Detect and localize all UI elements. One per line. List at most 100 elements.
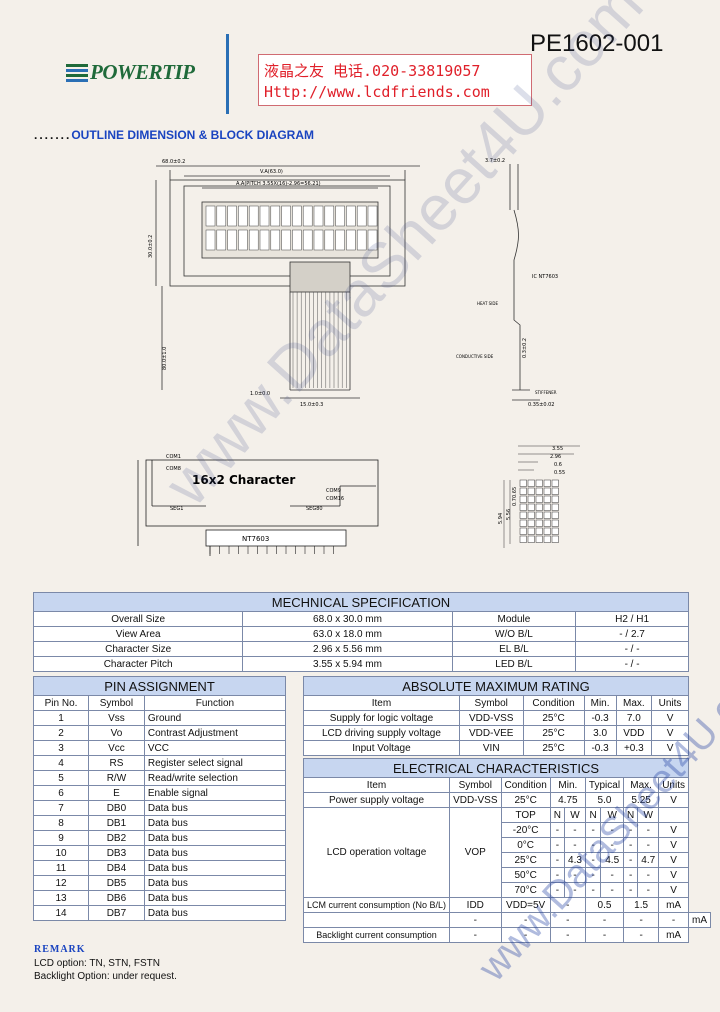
- pin-cell: VCC: [143, 740, 287, 756]
- char-dot: [543, 503, 551, 511]
- outline-char-cell: [248, 229, 259, 251]
- elec-backlight-cell: mA: [658, 927, 689, 943]
- outline-char-cell: [324, 229, 335, 251]
- char-dot: [551, 495, 559, 503]
- char-dot: [519, 519, 527, 527]
- absmax-header: Item: [303, 695, 460, 711]
- pin-cell: 8: [32, 815, 90, 831]
- character-dimension-drawing: 3.55 2.96 0.6 0.55 5.94 5.56 0.7 0.65: [498, 445, 580, 548]
- elec-blank-item: [302, 912, 451, 928]
- mech-cell: 63.0 x 18.0 mm: [242, 626, 453, 642]
- outline-char-cell: [227, 229, 237, 251]
- elec-top: TOP: [500, 807, 551, 823]
- pin-cell: 7: [32, 800, 90, 816]
- absmax-cell: LCD driving supply voltage: [303, 725, 460, 741]
- outline-char-cell: [216, 205, 227, 227]
- pin-cell: DB4: [88, 860, 145, 876]
- outline-char-cell: [356, 205, 367, 227]
- dim-active-area: A.A(PITCH 3.55X(16)-2.96=56.21): [236, 181, 321, 187]
- outline-char-cell: [292, 229, 302, 251]
- char-dot: [535, 495, 543, 503]
- elec-lcd-cell: -: [584, 822, 602, 838]
- elec-lcd-cell: V: [658, 852, 689, 868]
- mech-cell: Character Pitch: [32, 656, 244, 672]
- mech-cell: Module: [451, 611, 577, 627]
- elec-lcd-row: 0°C------V: [304, 837, 711, 853]
- block-title: 16x2 Character: [192, 473, 295, 487]
- char-dot: [535, 511, 543, 519]
- char-dot: [543, 511, 551, 519]
- pin-cell: Vss: [88, 710, 145, 726]
- dim-s1: 0.3±0.2: [522, 338, 528, 358]
- elec-lcd-cell: 4.7: [637, 852, 660, 868]
- dim-fpc-width: 15.0±0.3: [300, 402, 323, 408]
- pin-cell: Data bus: [143, 890, 287, 906]
- outline-char-cell: [356, 229, 367, 251]
- char-dot: [551, 487, 559, 495]
- contact-phone: 液晶之友 电话.020-33819057: [264, 62, 481, 80]
- char-dot: [551, 527, 559, 535]
- elec-current-cell: LCM current consumption (No B/L): [302, 897, 451, 913]
- dim-fpc-length: 80.0±1.0: [162, 347, 168, 370]
- elec-header: Min.: [549, 777, 586, 793]
- pin-cell: 14: [32, 905, 90, 921]
- char-dot: [551, 479, 559, 487]
- absmax-header: Condition: [522, 695, 585, 711]
- block-seg80: SEG80: [306, 506, 323, 512]
- absmax-cell: +0.3: [615, 740, 653, 756]
- section-dots: .......: [34, 128, 72, 142]
- absmax-cell: 3.0: [583, 725, 617, 741]
- elec-lcd-cell: -: [564, 822, 586, 838]
- pin-cell: Data bus: [143, 860, 287, 876]
- absmax-cell: VDD: [615, 725, 653, 741]
- elec-title: ELECTRICAL CHARACTERISTICS: [303, 758, 689, 778]
- pin-cell: DB2: [88, 830, 145, 846]
- mech-cell: 2.96 x 5.56 mm: [242, 641, 453, 657]
- pin-cell: Data bus: [143, 815, 287, 831]
- elec-lcd-cell: -20°C: [500, 822, 551, 838]
- char-dot: [551, 503, 559, 511]
- powertip-logo-mark: [66, 64, 88, 82]
- remark-title: REMARK: [34, 944, 86, 955]
- outline-char-cell: [281, 229, 291, 251]
- pin-cell: DB6: [88, 890, 145, 906]
- char-dot: [551, 511, 559, 519]
- elec-lcd-cell: -: [549, 867, 566, 883]
- char-dot-h: 0.65: [512, 487, 518, 498]
- char-dot: [543, 479, 551, 487]
- outline-char-cell: [270, 229, 281, 251]
- pin-cell: 11: [32, 860, 90, 876]
- elec-lcd-row: 70°C------V: [304, 882, 711, 898]
- elec-lcd-cell: -: [584, 867, 602, 883]
- pin-cell: 3: [32, 740, 90, 756]
- pin-cell: Vcc: [88, 740, 145, 756]
- character-dot-matrix: [519, 479, 559, 543]
- elec-lcd-cell: V: [658, 882, 689, 898]
- elec-lcd-cell: -: [637, 837, 660, 853]
- model-number: PE1602-001: [530, 30, 664, 57]
- pin-cell: Read/write selection: [143, 770, 287, 786]
- pin-cell: Ground: [143, 710, 287, 726]
- pin-assignment-table: PIN ASSIGNMENT Pin No. Symbol Function 1…: [32, 676, 287, 921]
- pin-cell: 10: [32, 845, 90, 861]
- char-dot-w: 0.55: [554, 470, 565, 476]
- contact-url[interactable]: Http://www.lcdfriends.com: [264, 83, 490, 101]
- elec-lcd-cell: -: [637, 867, 660, 883]
- char-dot: [519, 479, 527, 487]
- pin-cell: RS: [88, 755, 145, 771]
- outline-char-cell: [281, 205, 291, 227]
- elec-lcd-cell: 50°C: [500, 867, 551, 883]
- elec-lcd-cell: -: [637, 822, 660, 838]
- elec-lcd-cell: -: [549, 822, 566, 838]
- pin-cell: 5: [32, 770, 90, 786]
